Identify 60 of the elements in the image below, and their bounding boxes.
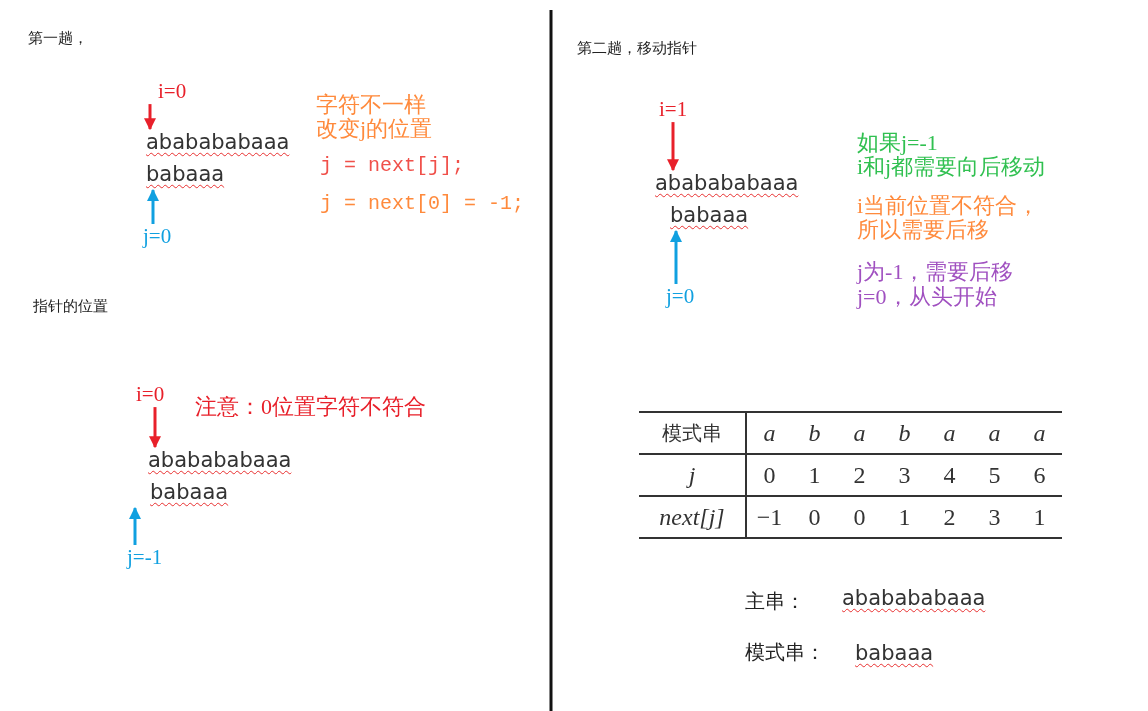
table-cell: 模式串 — [639, 412, 746, 454]
table-cell: a — [1017, 412, 1062, 454]
table-cell: 5 — [972, 454, 1017, 496]
arrow — [147, 188, 159, 224]
string-text: ababababaaa — [842, 587, 986, 611]
note-text: i和j都需要向后移动 — [857, 155, 1046, 180]
table-cell: 2 — [837, 454, 882, 496]
string-text: ababababaaa — [655, 172, 799, 196]
section-heading: 第二趟，移动指针 — [577, 40, 697, 57]
table-cell: b — [882, 412, 927, 454]
code-line: j = next[j]; — [320, 155, 465, 177]
table-cell: a — [837, 412, 882, 454]
table-cell: a — [927, 412, 972, 454]
note-text: j为-1，需要后移 — [857, 260, 1014, 285]
pointer-label: i=1 — [659, 98, 688, 122]
string-text: babaaa — [855, 642, 934, 666]
table-cell: j — [639, 454, 746, 496]
table-cell: 1 — [882, 496, 927, 538]
field-label: 主串： — [745, 590, 805, 612]
table-cell: 4 — [927, 454, 972, 496]
arrow — [670, 229, 682, 284]
pointer-label: j=-1 — [127, 546, 163, 570]
pointer-label: j=0 — [143, 225, 172, 249]
note-text: 字符不一样 — [316, 93, 426, 117]
string-text: babaaa — [150, 481, 229, 505]
code-line: j = next[0] = -1; — [320, 193, 525, 215]
pointer-label: j=0 — [666, 285, 695, 309]
string-text: babaaa — [146, 163, 225, 187]
table-cell: −1 — [746, 496, 792, 538]
string-text: babaaa — [670, 204, 749, 228]
note-text: j=0，从头开始 — [857, 285, 997, 310]
arrow — [667, 122, 679, 172]
note-text: 改变j的位置 — [316, 117, 433, 142]
section-heading: 指针的位置 — [33, 298, 108, 315]
section-heading: 第一趟， — [28, 30, 88, 47]
pointer-label: i=0 — [158, 80, 187, 104]
string-text: ababababaaa — [146, 131, 290, 155]
pointer-label: i=0 — [136, 383, 165, 407]
note-text: 注意：0位置字符不符合 — [195, 395, 426, 420]
note-text: i当前位置不符合， — [857, 194, 1040, 219]
table-cell: 0 — [792, 496, 837, 538]
arrow — [149, 407, 161, 449]
field-label: 模式串： — [745, 641, 825, 663]
table-cell: 6 — [1017, 454, 1062, 496]
note-text: 如果j=-1 — [857, 131, 938, 155]
note-text: 所以需要后移 — [857, 218, 989, 243]
table-cell: next[j] — [639, 496, 746, 538]
arrow — [129, 506, 141, 545]
table-cell: 3 — [882, 454, 927, 496]
arrow — [144, 104, 156, 131]
table-cell: 1 — [1017, 496, 1062, 538]
string-text: ababababaaa — [148, 449, 292, 473]
table-cell: 0 — [746, 454, 792, 496]
table-cell: 0 — [837, 496, 882, 538]
table-cell: 1 — [792, 454, 837, 496]
table-cell: a — [746, 412, 792, 454]
table-cell: 3 — [972, 496, 1017, 538]
table-cell: 2 — [927, 496, 972, 538]
table-cell: a — [972, 412, 1017, 454]
table-cell: b — [792, 412, 837, 454]
